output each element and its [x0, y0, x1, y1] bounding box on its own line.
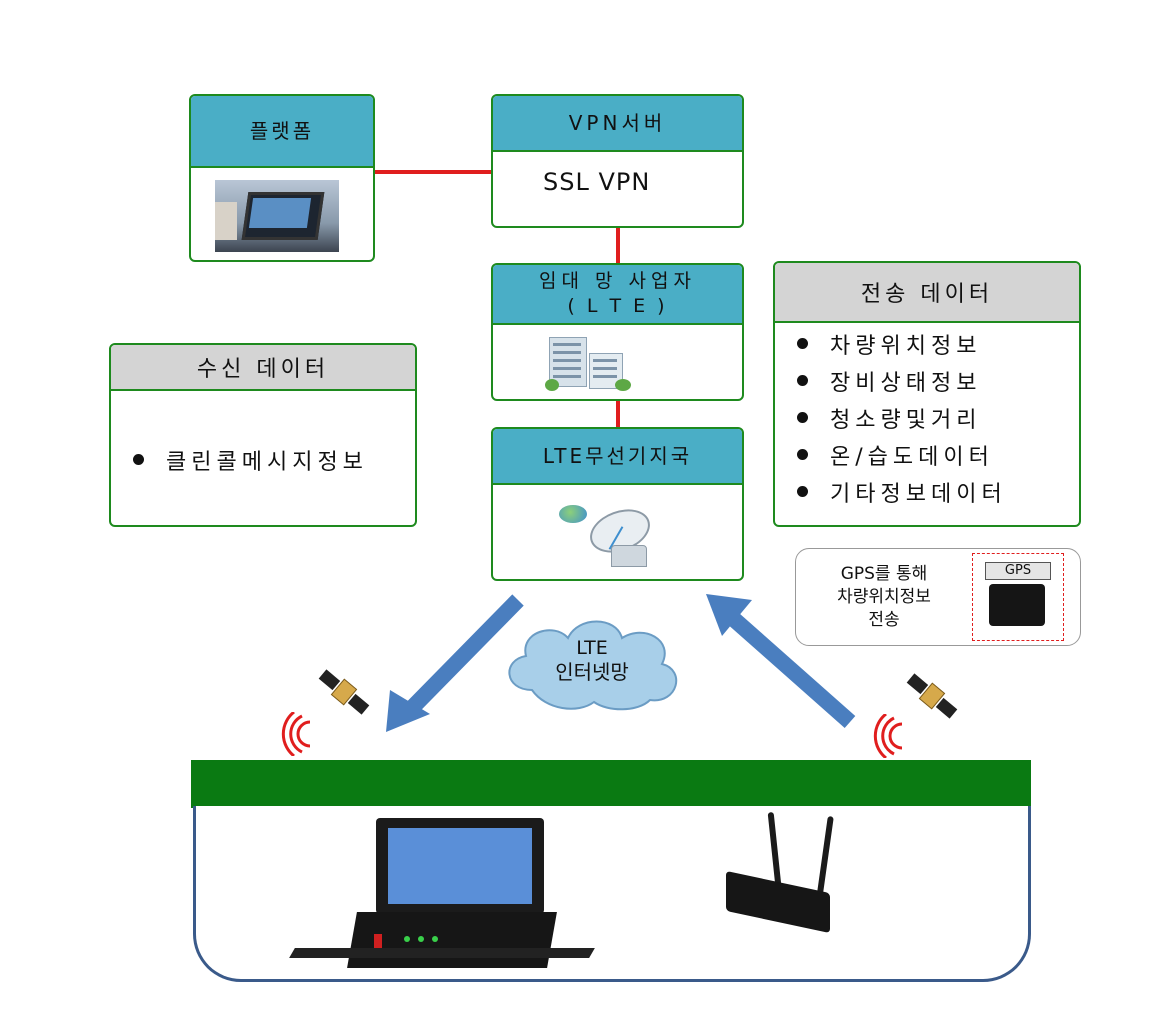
transmit-item-2: 청소량및거리 — [830, 407, 982, 433]
lte-router-icon — [724, 811, 834, 952]
satellite-left — [314, 662, 374, 722]
platform-title: 플랫폼 — [249, 119, 315, 143]
transmit-item-4: 기타정보데이터 — [830, 481, 1007, 507]
lte-cloud: LTE 인터넷망 — [498, 612, 686, 712]
bullet-icon — [797, 486, 808, 497]
satellite-icon — [906, 673, 958, 719]
lease-isp-header: 임대 망 사업자 ( L T E ) — [493, 265, 742, 325]
gps-note-box: GPS를 통해 차량위치정보 전송 GPS — [795, 548, 1081, 646]
lte-cloud-line2: 인터넷망 — [555, 660, 629, 684]
vpn-server-title: VPN서버 — [568, 111, 667, 135]
list-item: 장비상태정보 — [797, 362, 1007, 399]
vpn-server-box: VPN서버 SSL VPN — [491, 94, 744, 228]
gps-note-text: GPS를 통해 차량위치정보 전송 — [804, 563, 964, 632]
list-item: 클린콜메시지정보 — [133, 441, 368, 478]
transmit-data-box: 전송 데이터 차량위치정보 장비상태정보 청소량및거리 온/습도데이터 기타정보… — [773, 261, 1081, 527]
signal-wave-right — [862, 714, 912, 758]
receive-item-0: 클린콜메시지정보 — [166, 449, 368, 475]
gps-note-line3: 전송 — [868, 610, 900, 630]
gps-device-icon — [989, 584, 1045, 626]
receive-data-box: 수신 데이터 클린콜메시지정보 — [109, 343, 417, 527]
cloud-icon — [508, 620, 678, 711]
bullet-icon — [797, 449, 808, 460]
vehicle-terminal-icon — [289, 818, 595, 968]
platform-header: 플랫폼 — [191, 96, 373, 168]
satellite-icon — [318, 669, 370, 715]
receive-data-header: 수신 데이터 — [111, 345, 415, 391]
platform-box: 플랫폼 — [189, 94, 375, 262]
building-icon — [545, 333, 635, 391]
gps-note-line1: GPS를 통해 — [840, 564, 928, 584]
satellite-dish-icon — [559, 501, 659, 567]
lease-isp-title-line2: ( L T E ) — [567, 295, 668, 317]
lte-station-title: LTE무선기지국 — [542, 444, 693, 468]
signal-wave-left — [270, 712, 320, 756]
gps-device-frame: GPS — [972, 553, 1064, 641]
gps-device-label: GPS — [985, 562, 1051, 580]
receive-data-list: 클린콜메시지정보 — [133, 441, 368, 478]
lte-cloud-line1: LTE — [576, 637, 608, 659]
list-item: 온/습도데이터 — [797, 436, 1007, 473]
transmit-data-list: 차량위치정보 장비상태정보 청소량및거리 온/습도데이터 기타정보데이터 — [797, 325, 1007, 510]
transmit-item-1: 장비상태정보 — [830, 370, 982, 396]
downlink-arrow — [386, 594, 524, 732]
signal-icon — [873, 714, 903, 758]
signal-icon — [281, 712, 311, 756]
transmit-data-header: 전송 데이터 — [775, 263, 1079, 323]
list-item: 청소량및거리 — [797, 399, 1007, 436]
bullet-icon — [797, 338, 808, 349]
lease-isp-title-line1: 임대 망 사업자 — [539, 270, 696, 293]
receive-data-title: 수신 데이터 — [196, 357, 330, 382]
lte-station-header: LTE무선기지국 — [493, 429, 742, 485]
transmit-data-title: 전송 데이터 — [860, 282, 994, 307]
list-item: 기타정보데이터 — [797, 473, 1007, 510]
bullet-icon — [133, 454, 144, 465]
vpn-server-body: SSL VPN — [543, 168, 651, 196]
lease-isp-box: 임대 망 사업자 ( L T E ) — [491, 263, 744, 401]
gps-note-line2: 차량위치정보 — [837, 587, 931, 607]
lte-station-box: LTE무선기지국 — [491, 427, 744, 581]
bullet-icon — [797, 375, 808, 386]
uplink-arrow — [706, 594, 856, 728]
vehicle-bar — [191, 760, 1031, 808]
lte-cloud-text: LTE 인터넷망 — [498, 636, 686, 684]
list-item: 차량위치정보 — [797, 325, 1007, 362]
vehicle-body — [193, 806, 1031, 982]
transmit-item-3: 온/습도데이터 — [830, 444, 994, 470]
vpn-server-header: VPN서버 — [493, 96, 742, 152]
platform-photo — [215, 180, 339, 252]
transmit-item-0: 차량위치정보 — [830, 333, 982, 359]
bullet-icon — [797, 412, 808, 423]
satellite-right — [902, 666, 962, 726]
